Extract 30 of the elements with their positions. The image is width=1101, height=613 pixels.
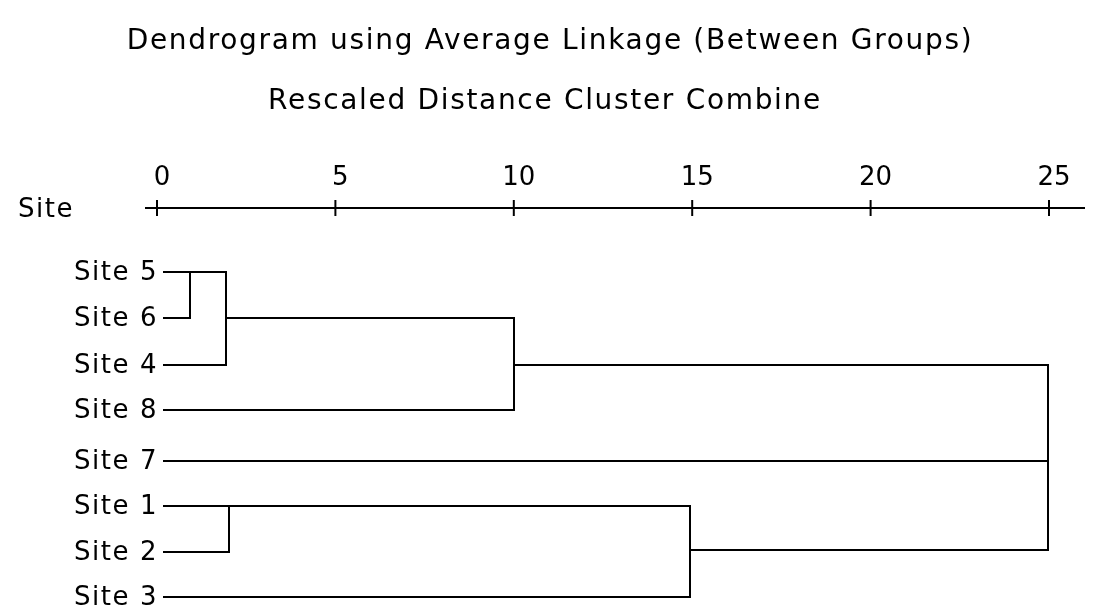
dendrogram-link (162, 551, 230, 553)
tick-label: 0 (152, 160, 172, 192)
dendrogram-link (162, 409, 515, 411)
site-label: Site 6 (10, 302, 158, 332)
tick-label: 15 (679, 160, 715, 192)
site-label: Site 1 (10, 490, 158, 520)
dendrogram-link (225, 317, 515, 319)
site-label: Site 2 (10, 536, 158, 566)
dendrogram-link (162, 271, 191, 273)
dendrogram-link (162, 364, 227, 366)
dendrogram-link (162, 317, 191, 319)
tick-label: 25 (1036, 160, 1072, 192)
site-label: Site 7 (10, 445, 158, 475)
dendrogram-link (513, 364, 1049, 366)
site-label: Site 5 (10, 256, 158, 286)
dendrogram-link (162, 505, 230, 507)
tick-label: 5 (331, 160, 350, 192)
dendrogram-link (228, 505, 691, 507)
axis-title: Rescaled Distance Cluster Combine (267, 82, 823, 118)
dendrogram-link (189, 271, 227, 273)
dendrogram-link (162, 460, 1049, 462)
site-label: Site 4 (10, 349, 158, 379)
tick-label: 10 (501, 160, 537, 192)
chart-title: Dendrogram using Average Linkage (Between Groups) (125, 22, 975, 58)
dendrogram-link (689, 549, 1049, 551)
site-label: Site 3 (10, 581, 158, 611)
tick-label: 20 (858, 160, 894, 192)
site-label: Site 8 (10, 394, 158, 424)
dendrogram-link (162, 596, 691, 598)
axis-label: Site (18, 192, 75, 224)
